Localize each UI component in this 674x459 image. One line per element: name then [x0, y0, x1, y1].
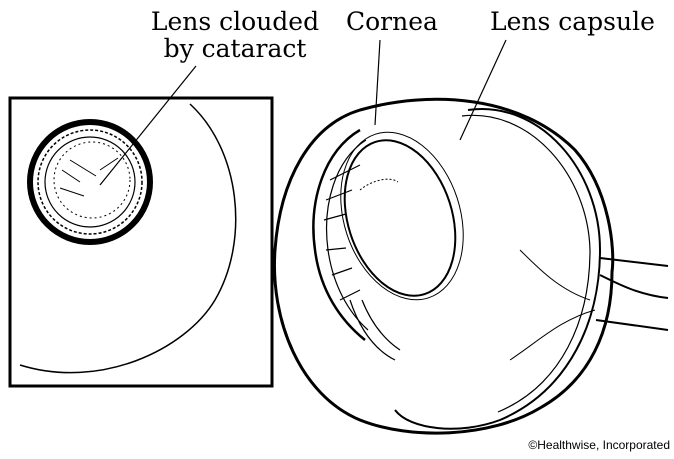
cornea — [313, 130, 365, 340]
leader-cornea — [375, 40, 380, 125]
lens-clouding — [360, 179, 398, 190]
label-lens-clouded: Lens clouded by cataract — [146, 8, 324, 62]
retinal-vessels — [510, 250, 595, 360]
credit-text: ©Healthwise, Incorporated — [528, 438, 670, 452]
inset-iris-outer — [30, 122, 150, 242]
inset-front-view — [10, 98, 272, 386]
lens — [326, 126, 474, 310]
ciliary-body — [350, 300, 400, 360]
inset-eye-arc — [20, 104, 236, 373]
label-cornea: Cornea — [346, 8, 438, 35]
sclera-outer — [274, 99, 612, 433]
label-lens-clouded-line2: by cataract — [146, 35, 324, 62]
inset-clouded-lens — [54, 142, 130, 218]
inset-iris-inner — [45, 137, 135, 227]
lens-capsule — [320, 116, 483, 315]
label-lens-capsule: Lens capsule — [490, 8, 655, 35]
label-lens-clouded-line1: Lens clouded — [146, 8, 324, 35]
leader-capsule — [460, 40, 506, 140]
eye-cross-section — [274, 99, 668, 433]
retina-inner — [395, 109, 600, 429]
iris — [324, 165, 360, 300]
